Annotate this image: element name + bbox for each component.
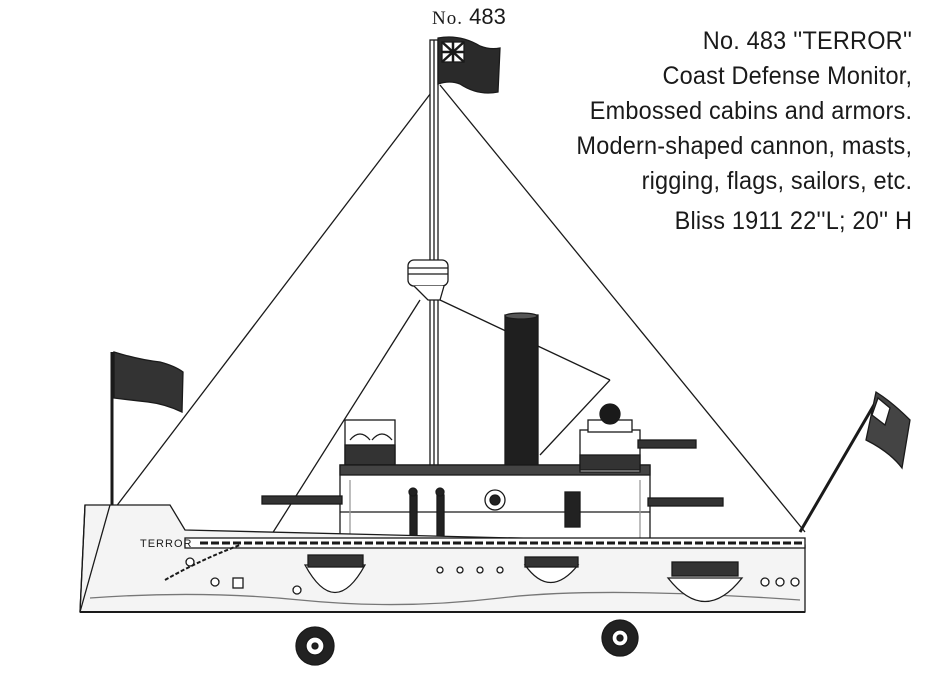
description-line: Bliss 1911 22''L; 20'' H <box>674 207 912 235</box>
rigging-left <box>111 84 438 513</box>
side-gun-left <box>261 495 343 505</box>
ensign-flag <box>437 36 501 94</box>
rigging-right <box>439 84 806 533</box>
main-mast <box>407 39 449 471</box>
lifeboats <box>303 554 744 602</box>
hull <box>79 504 806 613</box>
funnel <box>504 314 539 471</box>
gun-turret <box>579 403 697 473</box>
bow-flag <box>798 390 911 533</box>
side-gun-right <box>647 497 724 507</box>
catalog-number-prefix: No. <box>432 8 463 29</box>
superstructure <box>339 464 651 546</box>
description-block: No. 483 ''TERROR'' Coast Defense Monitor… <box>576 24 912 239</box>
catalog-number-value: 483 <box>469 4 506 29</box>
description-line: Modern-shaped cannon, masts, <box>576 132 912 160</box>
stern-flag <box>110 351 184 512</box>
description-line: rigging, flags, sailors, etc. <box>641 167 912 195</box>
description-line: Embossed cabins and armors. <box>589 97 912 125</box>
hull-name: TERROR <box>140 538 192 550</box>
deck-cabin <box>344 419 396 468</box>
wheels <box>295 619 639 666</box>
catalog-number: No. 483 <box>432 4 506 30</box>
description-line: Coast Defense Monitor, <box>662 62 912 90</box>
description-line: No. 483 ''TERROR'' <box>702 27 912 55</box>
